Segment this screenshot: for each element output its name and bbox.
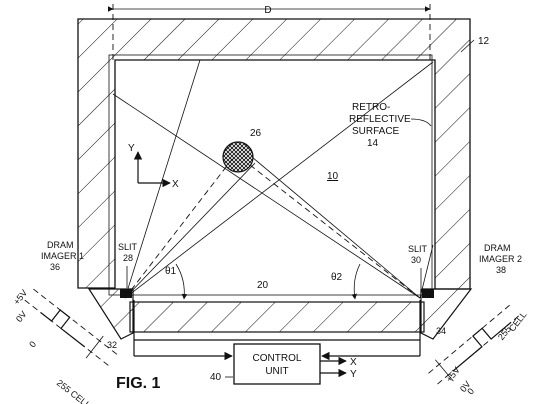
svg-text:SLIT: SLIT — [118, 242, 138, 252]
dimension-d: D — [107, 4, 431, 62]
svg-text:UNIT: UNIT — [265, 366, 288, 377]
dram-imager-1-assembly: DRAM IMAGER 1 36 SLIT 28 32 — [41, 240, 138, 350]
svg-text:38: 38 — [496, 265, 506, 275]
ref-10: 10 — [327, 171, 339, 182]
svg-text:X: X — [350, 357, 357, 368]
svg-text:14: 14 — [367, 138, 379, 149]
svg-text:θ2: θ2 — [331, 272, 343, 283]
svg-text:DRAM: DRAM — [484, 243, 511, 253]
svg-text:DRAM: DRAM — [47, 240, 74, 250]
figure-caption: FIG. 1 — [116, 375, 161, 392]
svg-text:28: 28 — [123, 253, 133, 263]
object-26 — [222, 141, 254, 173]
zero-left: 0 — [27, 339, 38, 349]
svg-text:Y: Y — [128, 143, 135, 154]
svg-text:36: 36 — [50, 262, 60, 272]
inner-retroreflective-border — [108, 54, 433, 296]
dram-imager-2-assembly: DRAM IMAGER 2 38 SLIT 30 34 — [408, 243, 522, 340]
xy-axes: Y X — [128, 143, 179, 190]
svg-text:30: 30 — [411, 255, 421, 265]
svg-text:SLIT: SLIT — [408, 244, 428, 254]
angle-theta2: θ2 — [331, 263, 361, 300]
cell-left: 255 CELL — [55, 378, 93, 404]
svg-text:34: 34 — [436, 326, 446, 336]
svg-text:40: 40 — [210, 372, 222, 383]
volt-right-5v: +5V — [444, 365, 462, 384]
bottom-bezel-20 — [129, 301, 425, 333]
svg-text:IMAGER 1: IMAGER 1 — [41, 251, 84, 261]
volt-left-0v: 0V — [14, 309, 29, 324]
zero-right: 0 — [465, 386, 476, 396]
volt-left-5v: +5V — [11, 288, 29, 307]
svg-text:Y: Y — [350, 369, 357, 380]
svg-text:X: X — [172, 179, 179, 190]
svg-text:RETRO-: RETRO- — [352, 102, 390, 113]
svg-text:θ1: θ1 — [165, 266, 177, 277]
svg-text:IMAGER 2: IMAGER 2 — [479, 254, 522, 264]
svg-text:CONTROL: CONTROL — [253, 353, 302, 364]
light-rays — [112, 59, 434, 299]
control-unit-40: CONTROL UNIT 40 X Y — [210, 343, 357, 385]
ref-12: 12 — [478, 36, 490, 47]
frame-housing — [77, 18, 471, 290]
svg-text:32: 32 — [107, 340, 117, 350]
svg-text:REFLECTIVE: REFLECTIVE — [349, 114, 411, 125]
retro-reflective-label: RETRO- REFLECTIVE SURFACE 14 — [349, 102, 432, 149]
svg-text:D: D — [264, 5, 271, 16]
waveform-right — [428, 302, 523, 385]
ref-20: 20 — [257, 280, 269, 291]
signal-lines — [133, 334, 421, 361]
svg-text:SURFACE: SURFACE — [352, 126, 400, 137]
ref-26: 26 — [250, 128, 262, 139]
angle-theta1: θ1 — [165, 263, 188, 300]
